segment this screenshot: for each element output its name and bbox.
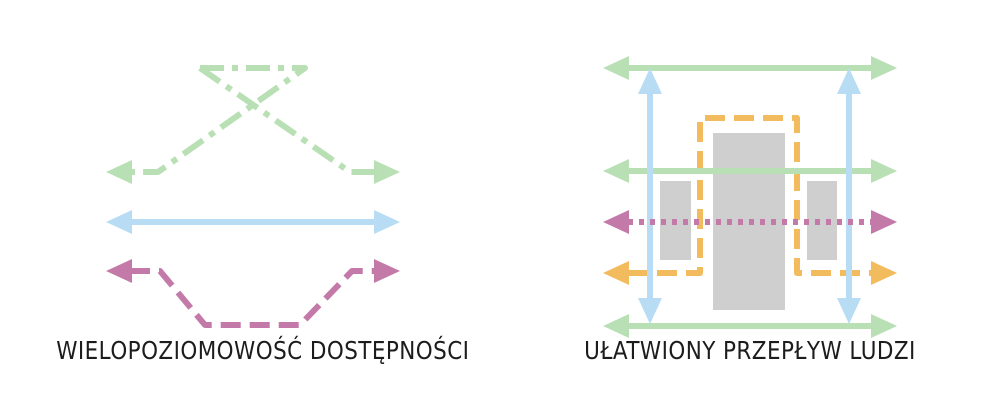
- blue-straight-path: [106, 210, 400, 234]
- green-arrow-middle-head-left: [603, 159, 629, 183]
- left-panel-caption: WIELOPOZIOMOWOŚĆ DOSTĘPNOŚCI: [56, 336, 470, 365]
- orange-arrowhead-left: [603, 261, 629, 285]
- green-arrowhead-left: [106, 160, 132, 184]
- blue-arrowhead-right: [374, 210, 400, 234]
- magenta-path-line: [130, 268, 378, 328]
- green-arrow-top-head-right: [871, 56, 897, 80]
- green-arrow-bottom-head-left: [603, 314, 629, 338]
- blue-arrowhead-left: [106, 210, 132, 234]
- green-arrowhead-right: [374, 160, 400, 184]
- green-path-right-branch: [198, 65, 378, 175]
- blue-vertical-right-head-bottom: [837, 298, 861, 324]
- building-block-right: [807, 181, 837, 260]
- green-arrow-bottom-head-right: [871, 314, 897, 338]
- green-crossing-path: [106, 65, 400, 184]
- orange-dashed-path: [603, 115, 897, 285]
- green-path-left-branch: [128, 65, 308, 175]
- right-panel: [603, 56, 897, 338]
- blue-vertical-left-head-bottom: [638, 298, 662, 324]
- blue-vertical-right-head-top: [837, 68, 861, 94]
- magenta-arrowhead-right: [374, 259, 400, 283]
- right-panel-caption: UŁATWIONY PRZEPŁYW LUDZI: [584, 336, 916, 365]
- green-arrow-middle-head-right: [871, 159, 897, 183]
- magenta-dotted-head-right: [871, 210, 897, 234]
- green-horizontal-arrows: [603, 56, 897, 338]
- blue-vertical-left-head-top: [638, 68, 662, 94]
- magenta-dotted-arrow: [603, 210, 897, 234]
- magenta-lowered-path: [106, 259, 400, 328]
- orange-arrowhead-right: [871, 261, 897, 285]
- orange-path-line: [628, 115, 872, 276]
- left-panel: [106, 65, 400, 328]
- magenta-dotted-head-left: [603, 210, 629, 234]
- blue-vertical-arrows: [638, 68, 861, 324]
- green-arrow-top-head-left: [603, 56, 629, 80]
- magenta-arrowhead-left: [106, 259, 132, 283]
